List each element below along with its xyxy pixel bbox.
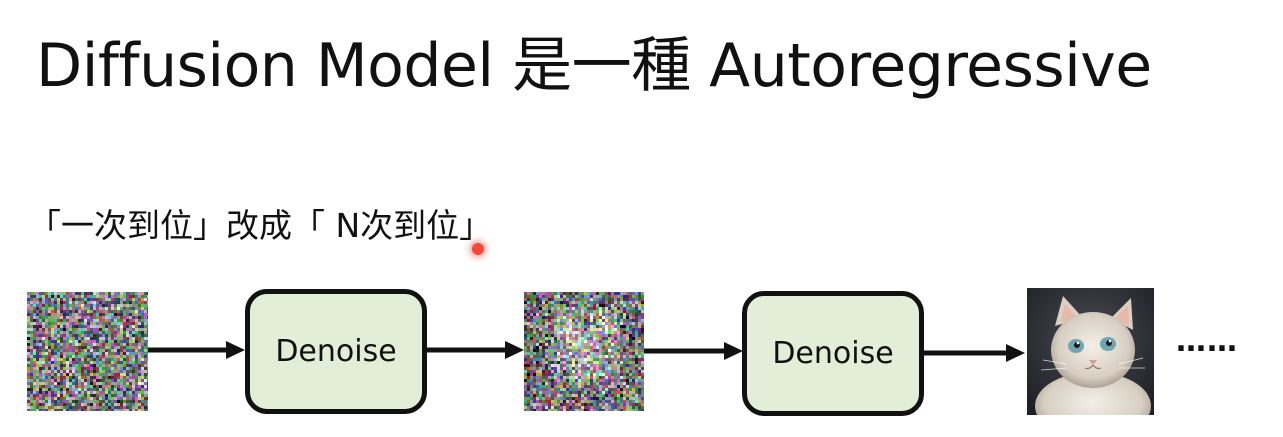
denoise-box-1: Denoise: [245, 289, 427, 414]
denoise-label: Denoise: [772, 336, 894, 371]
denoise-label: Denoise: [275, 334, 397, 369]
continuation-ellipsis: ……: [1176, 324, 1238, 359]
slide-title: Diffusion Model 是一種 Autoregressive: [36, 31, 1152, 101]
noise-image-2: [524, 292, 644, 411]
denoise-box-2: Denoise: [742, 291, 924, 416]
cat-image: [1027, 288, 1154, 415]
laser-pointer-dot: [472, 243, 484, 255]
arrow-4: [924, 344, 1025, 362]
slide-subtitle: 「一次到位」改成「 N次到位」: [28, 206, 493, 245]
arrow-3: [644, 342, 743, 360]
arrow-1: [148, 341, 245, 359]
noise-image-1: [27, 292, 148, 411]
arrow-2: [427, 341, 524, 359]
